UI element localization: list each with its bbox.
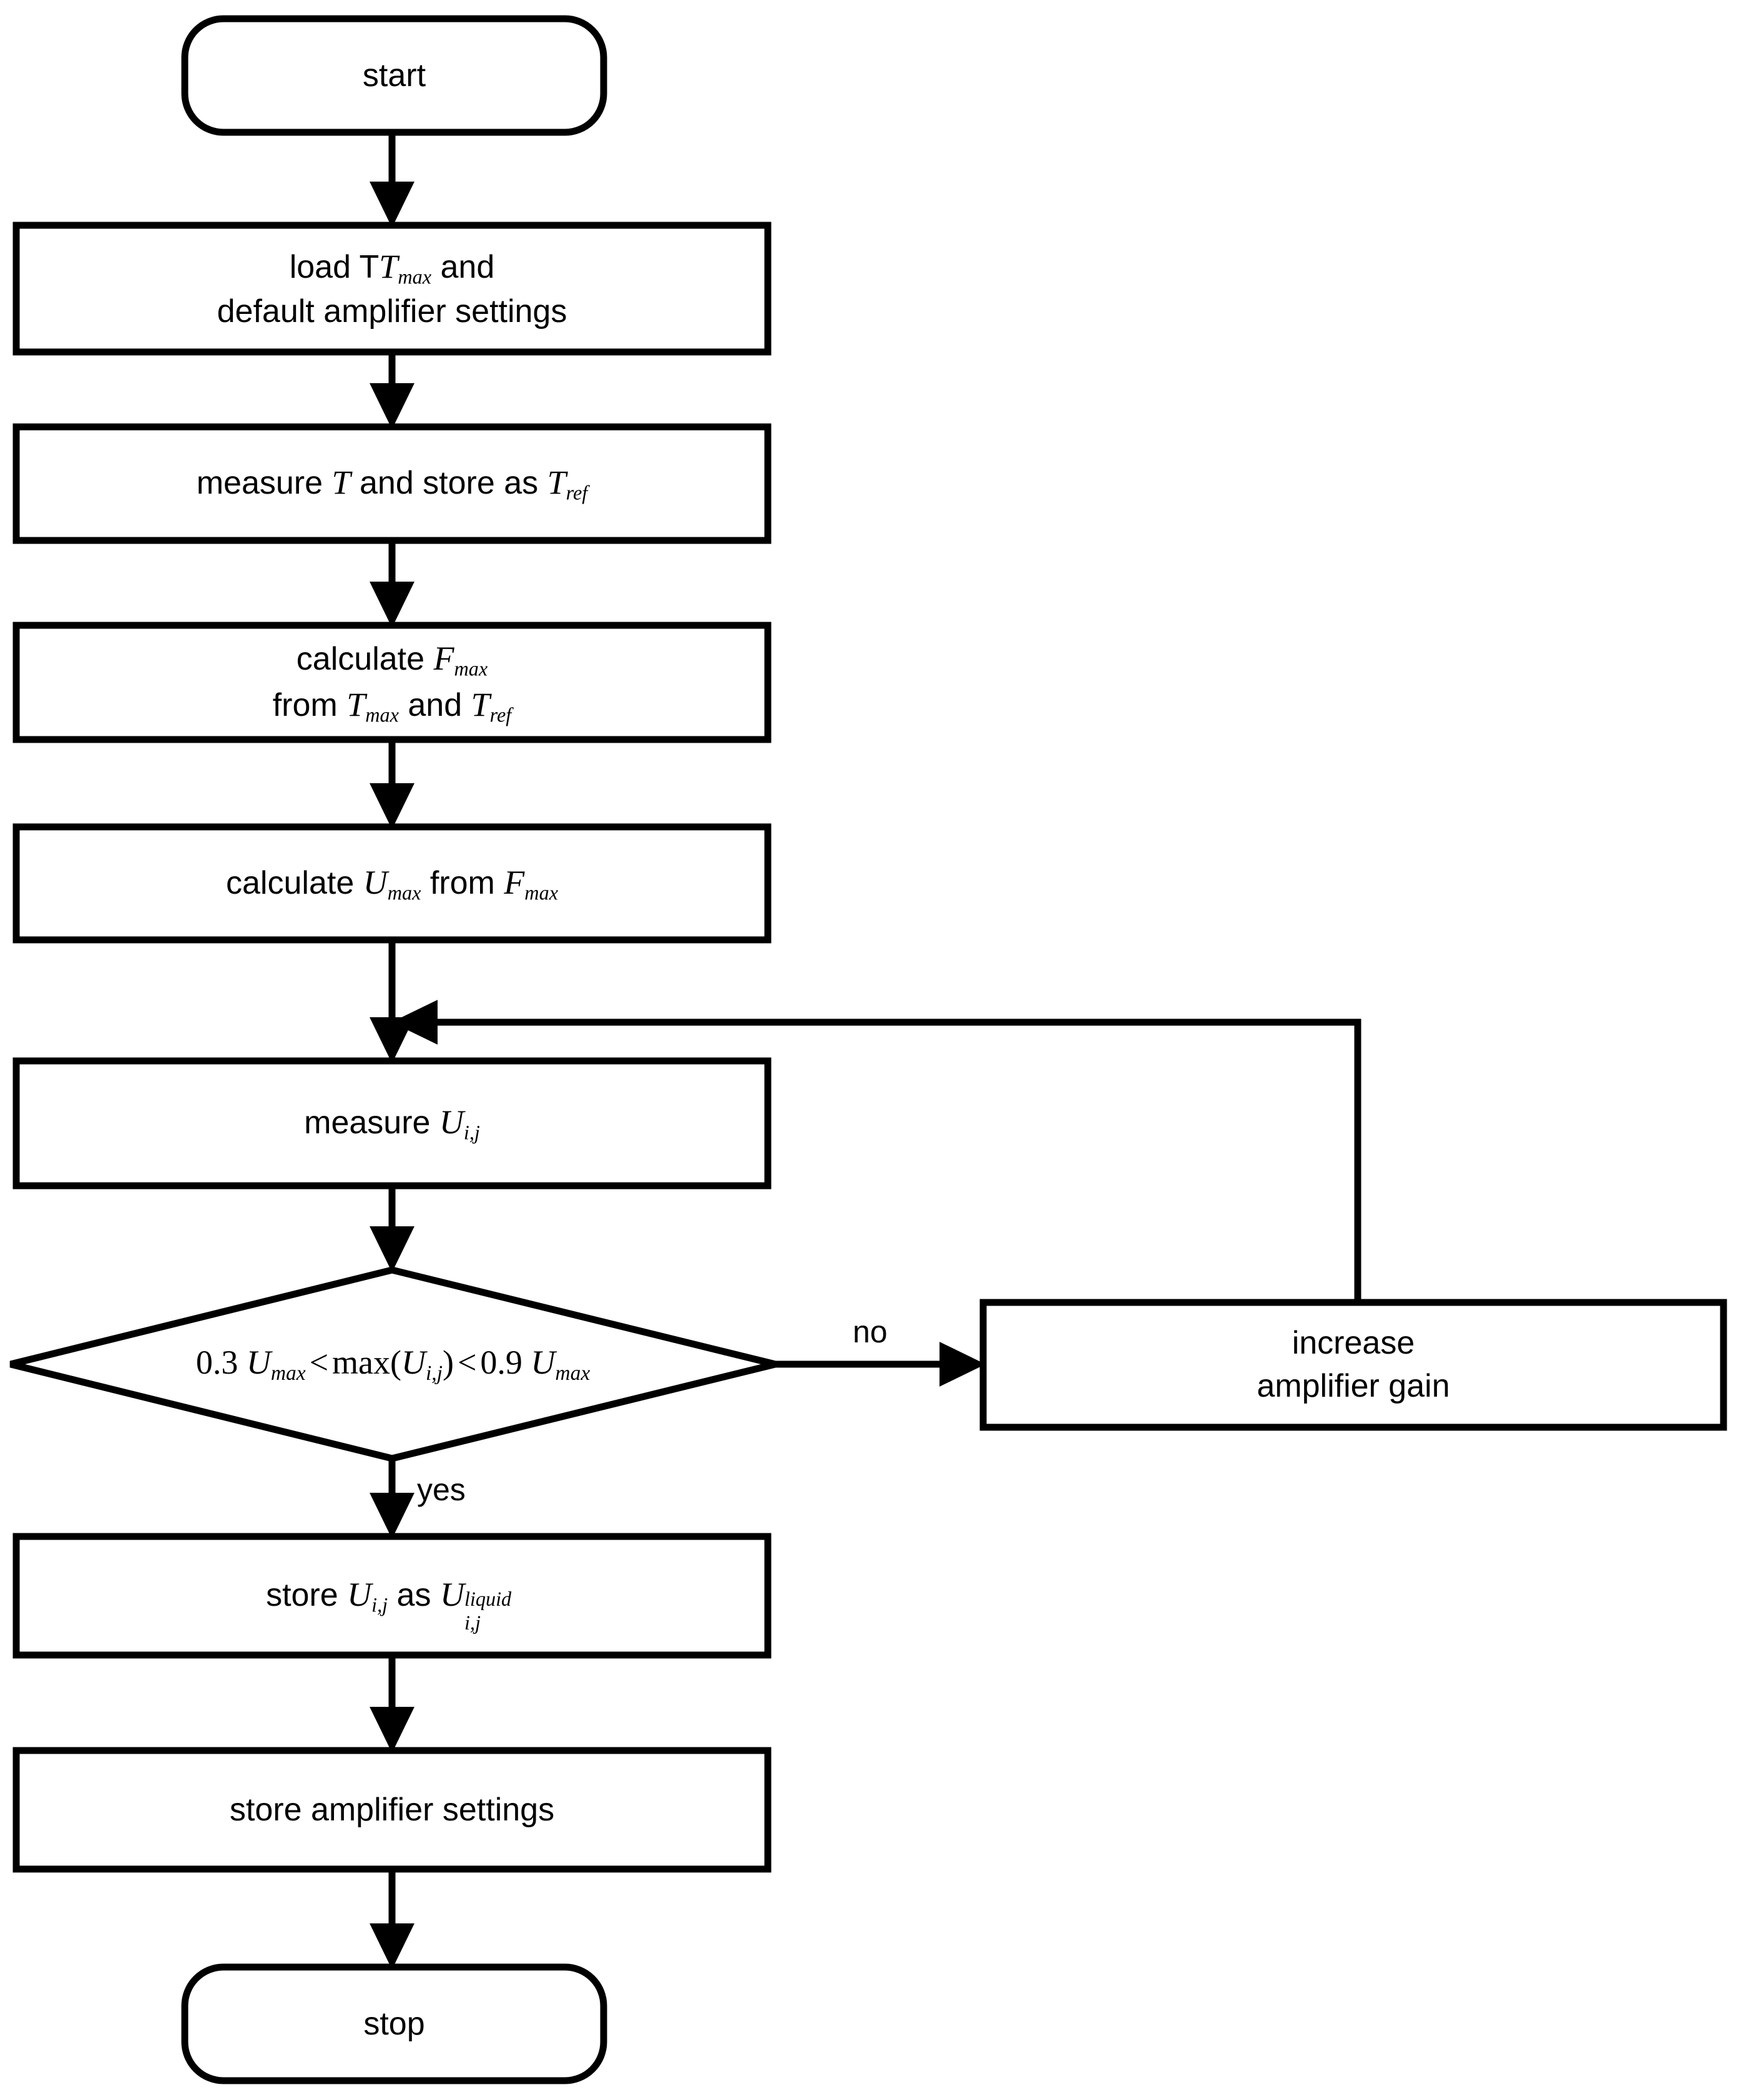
node-load-shape [12, 222, 772, 356]
edge-label-yes: yes [417, 1472, 466, 1507]
node-store-amp-shape [12, 1747, 772, 1873]
edge-label-no: no [853, 1314, 888, 1349]
node-increase-shape [979, 1299, 1727, 1431]
node-calc-fmax-shape [12, 622, 772, 743]
node-calc-umax-shape [12, 823, 772, 944]
node-stop-shape [181, 1963, 607, 2084]
node-start-shape [181, 15, 607, 136]
node-measure-t-shape [12, 423, 772, 544]
node-decision-shape [9, 1266, 777, 1462]
node-store-u-shape [12, 1533, 772, 1659]
node-measure-u-shape [12, 1057, 772, 1189]
connector-feedback-loop [391, 1000, 1361, 1302]
